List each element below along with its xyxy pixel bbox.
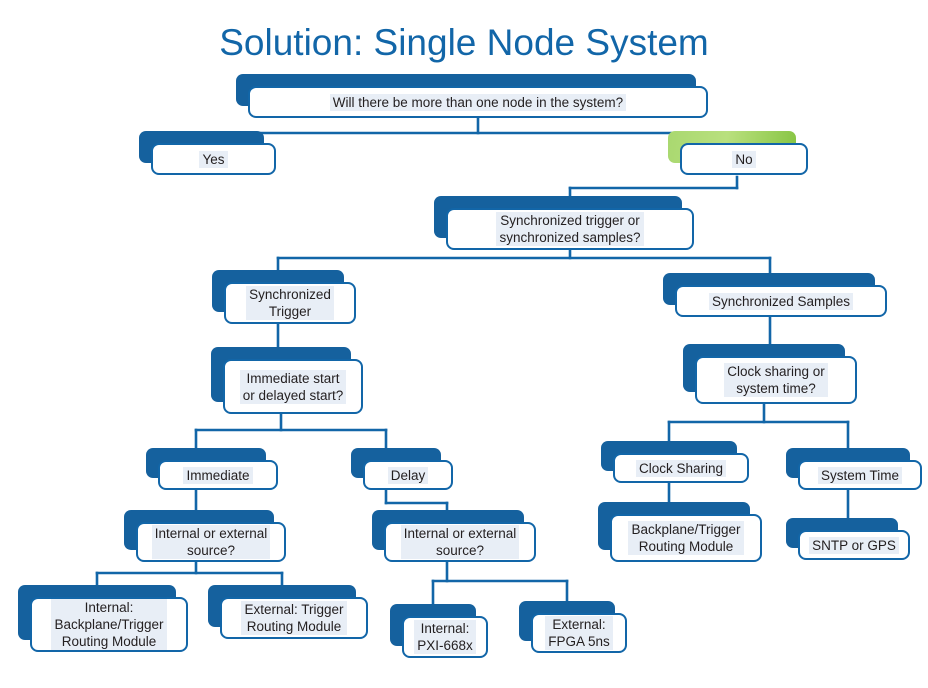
node-face-external_fpga: External: FPGA 5ns	[531, 613, 627, 653]
node-label-sntp_gps: SNTP or GPS	[809, 536, 899, 554]
node-label-system_time: System Time	[817, 466, 902, 484]
node-label-immediate: Immediate	[183, 466, 253, 484]
node-label-no: No	[732, 150, 756, 168]
node-label-int_ext_left: Internal or external source?	[151, 525, 271, 559]
node-face-external_trm: External: Trigger Routing Module	[220, 597, 368, 639]
flow-node-clock_q[interactable]: Clock sharing or system time?	[683, 344, 857, 404]
node-label-external_fpga: External: FPGA 5ns	[545, 616, 613, 650]
node-face-clock_share: Clock Sharing	[613, 453, 749, 483]
node-label-sync_q: Synchronized trigger or synchronized sam…	[496, 212, 644, 246]
node-face-internal_pxi: Internal: PXI-668x	[402, 616, 488, 658]
flow-node-sync_trigger[interactable]: Synchronized Trigger	[212, 270, 356, 324]
node-label-backplane_rm: Backplane/Trigger Routing Module	[628, 521, 744, 555]
node-face-yes: Yes	[151, 143, 276, 175]
node-face-imm_delay_q: Immediate start or delayed start?	[223, 359, 363, 414]
flow-node-external_fpga[interactable]: External: FPGA 5ns	[519, 601, 627, 653]
node-face-int_ext_left: Internal or external source?	[136, 522, 286, 562]
node-face-clock_q: Clock sharing or system time?	[695, 356, 857, 404]
node-face-internal_btr: Internal: Backplane/Trigger Routing Modu…	[30, 597, 188, 652]
node-label-sync_samples: Synchronized Samples	[708, 292, 854, 310]
flow-node-backplane_rm[interactable]: Backplane/Trigger Routing Module	[598, 502, 762, 562]
node-label-clock_share: Clock Sharing	[635, 459, 727, 477]
flow-node-root[interactable]: Will there be more than one node in the …	[236, 74, 708, 118]
node-face-root: Will there be more than one node in the …	[248, 86, 708, 118]
flow-node-clock_share[interactable]: Clock Sharing	[601, 441, 749, 483]
node-label-int_ext_right: Internal or external source?	[400, 525, 520, 559]
node-label-sync_trigger: Synchronized Trigger	[246, 286, 334, 320]
flow-node-int_ext_left[interactable]: Internal or external source?	[124, 510, 286, 562]
flow-node-external_trm[interactable]: External: Trigger Routing Module	[208, 585, 368, 639]
flow-node-int_ext_right[interactable]: Internal or external source?	[372, 510, 536, 562]
node-face-sync_samples: Synchronized Samples	[675, 285, 887, 317]
node-face-system_time: System Time	[798, 460, 922, 490]
flow-node-no[interactable]: No	[668, 131, 808, 175]
node-face-delay: Delay	[363, 460, 453, 490]
node-label-yes: Yes	[199, 150, 228, 168]
flow-node-system_time[interactable]: System Time	[786, 448, 922, 490]
node-face-sntp_gps: SNTP or GPS	[798, 530, 910, 560]
node-face-no: No	[680, 143, 808, 175]
flow-node-sntp_gps[interactable]: SNTP or GPS	[786, 518, 910, 560]
node-label-internal_btr: Internal: Backplane/Trigger Routing Modu…	[51, 599, 167, 650]
node-label-external_trm: External: Trigger Routing Module	[241, 601, 347, 635]
flow-node-sync_q[interactable]: Synchronized trigger or synchronized sam…	[434, 196, 694, 250]
page-title: Solution: Single Node System	[219, 22, 709, 63]
flow-node-sync_samples[interactable]: Synchronized Samples	[663, 273, 887, 317]
flow-node-internal_pxi[interactable]: Internal: PXI-668x	[390, 604, 488, 658]
node-face-sync_trigger: Synchronized Trigger	[224, 282, 356, 324]
node-label-root: Will there be more than one node in the …	[329, 93, 627, 111]
node-face-backplane_rm: Backplane/Trigger Routing Module	[610, 514, 762, 562]
flow-node-delay[interactable]: Delay	[351, 448, 453, 490]
flow-node-internal_btr[interactable]: Internal: Backplane/Trigger Routing Modu…	[18, 585, 188, 652]
node-face-sync_q: Synchronized trigger or synchronized sam…	[446, 208, 694, 250]
node-label-imm_delay_q: Immediate start or delayed start?	[239, 369, 347, 404]
node-label-clock_q: Clock sharing or system time?	[724, 363, 828, 397]
node-face-int_ext_right: Internal or external source?	[384, 522, 536, 562]
node-label-delay: Delay	[387, 466, 429, 484]
flow-node-immediate[interactable]: Immediate	[146, 448, 278, 490]
node-face-immediate: Immediate	[158, 460, 278, 490]
flow-node-imm_delay_q[interactable]: Immediate start or delayed start?	[211, 347, 363, 414]
node-label-internal_pxi: Internal: PXI-668x	[414, 620, 476, 654]
flow-node-yes[interactable]: Yes	[139, 131, 276, 175]
